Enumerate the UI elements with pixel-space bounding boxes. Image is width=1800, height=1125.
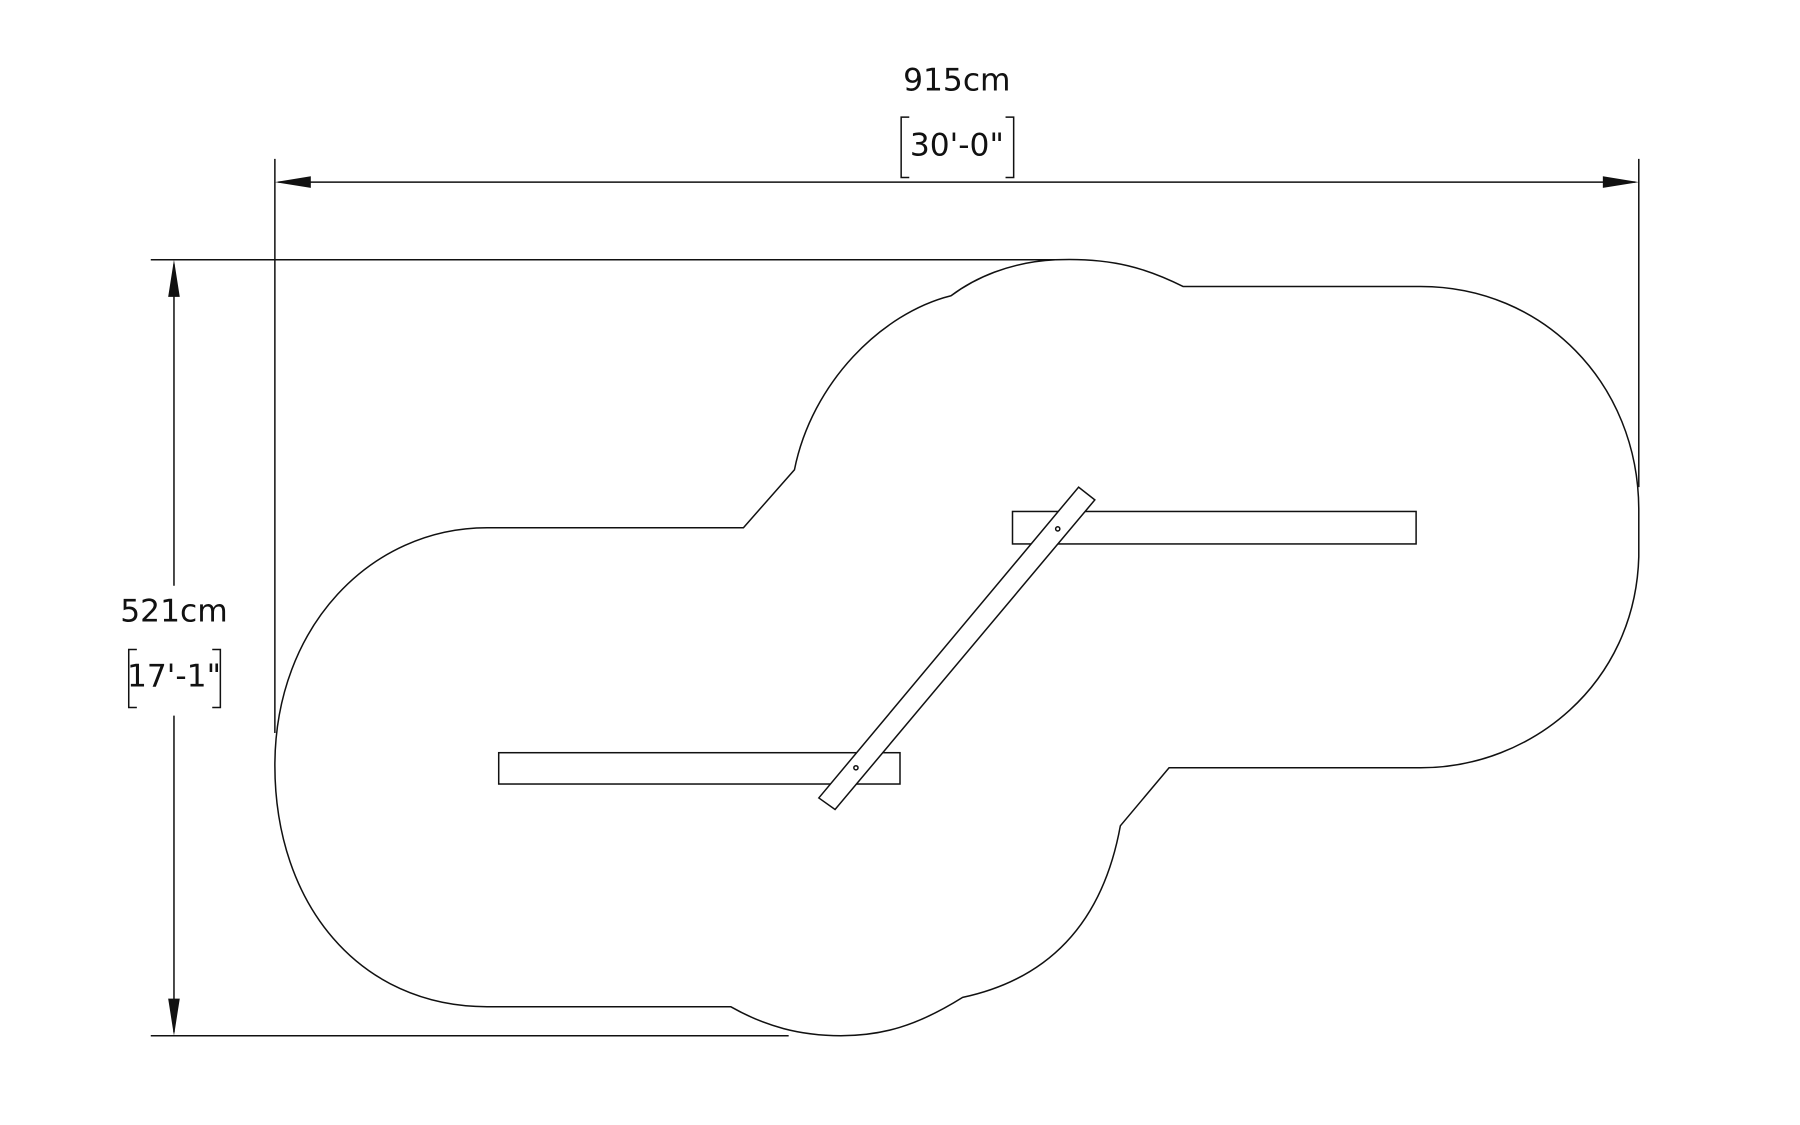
arrow-right-icon bbox=[1602, 176, 1639, 188]
bolt-hole-lower bbox=[853, 764, 859, 771]
bench-lower-left bbox=[497, 751, 901, 785]
arrow-down-icon bbox=[168, 998, 180, 1036]
room-outline bbox=[274, 258, 1640, 1037]
bench-upper-right bbox=[1011, 510, 1417, 545]
bolt-hole-upper bbox=[1054, 526, 1061, 532]
diagonal-beam bbox=[817, 486, 1096, 811]
width-metric-label: 915cm bbox=[903, 62, 1010, 98]
arrow-up-icon bbox=[168, 259, 180, 297]
depth-dimension: 521cm 17'-1" bbox=[120, 259, 1056, 1037]
depth-imperial-label: 17'-1" bbox=[127, 659, 221, 695]
arrow-left-icon bbox=[274, 176, 311, 188]
depth-metric-label: 521cm bbox=[120, 594, 227, 630]
depth-imperial-brackets bbox=[127, 648, 222, 709]
width-imperial-label: 30'-0" bbox=[910, 127, 1004, 163]
width-imperial-brackets bbox=[900, 116, 1015, 179]
width-dimension: 915cm 30'-0" bbox=[274, 62, 1640, 733]
